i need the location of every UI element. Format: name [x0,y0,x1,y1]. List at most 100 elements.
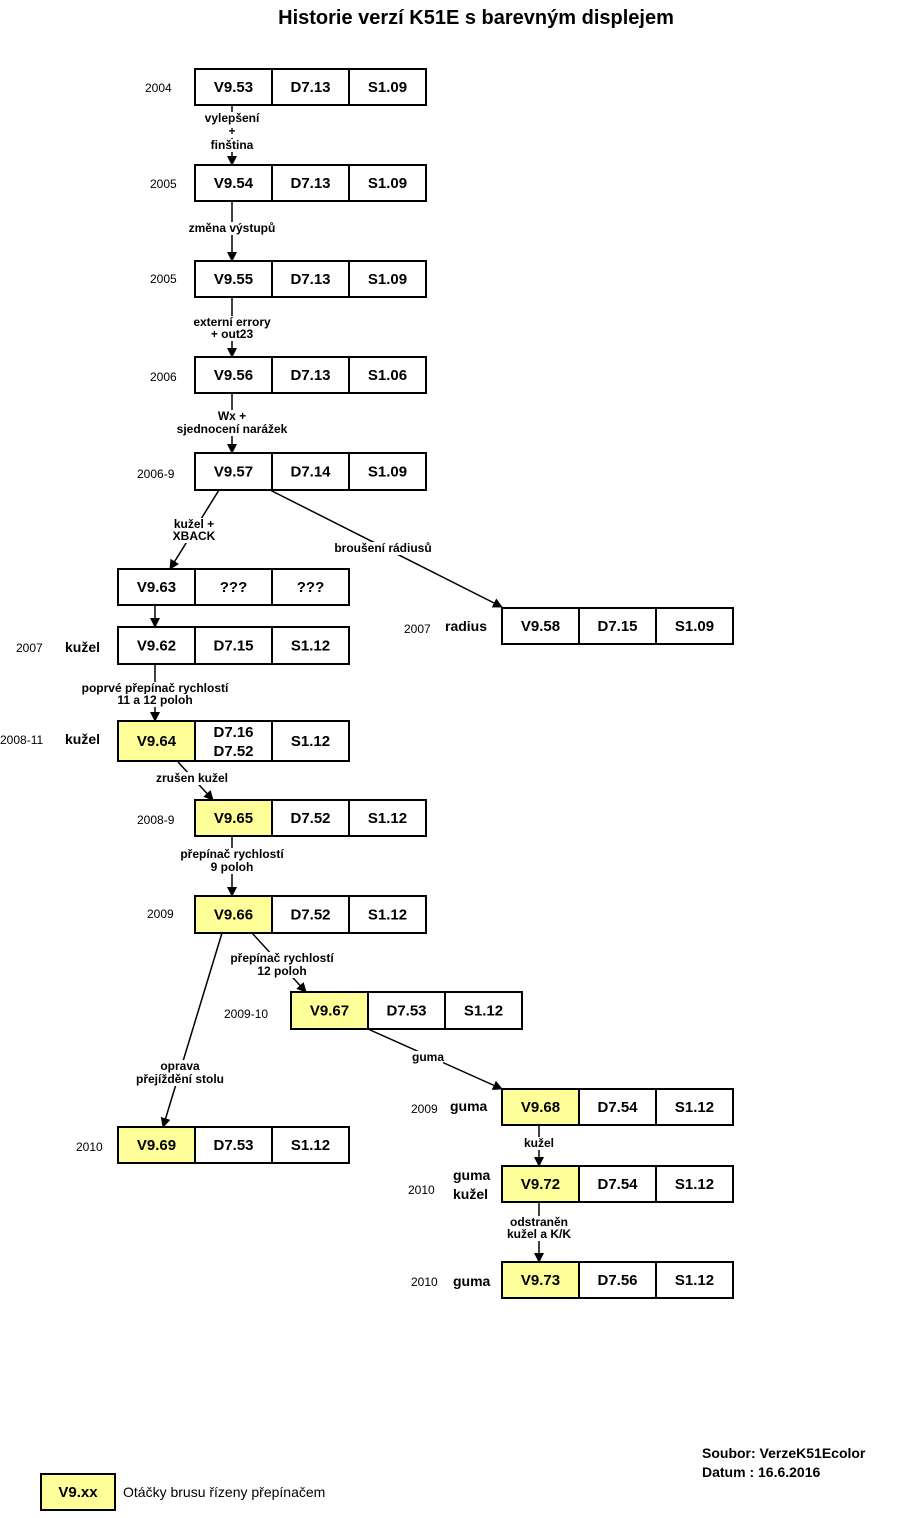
servo-cell-box [348,356,427,394]
edge-label-bg [158,1060,202,1073]
edge-label-bg [206,328,258,341]
version-cell-box [194,356,273,394]
edge-label-bg [507,1216,571,1229]
edge-label-bg [165,518,223,531]
servo-cell-label: S1.12 [464,1003,503,1020]
version-cell-box [194,799,273,837]
version-cell-label: V9.55 [214,271,253,288]
servo-cell-label: S1.12 [675,1272,714,1289]
display-cell-box [578,1261,657,1299]
version-cell-label: V9.58 [521,618,560,635]
year-label: 2007 [404,622,431,636]
edge-label-bg [500,1228,578,1241]
version-cell-box [501,1088,580,1126]
display-cell-label: D7.52 [290,810,330,827]
file-info-line1: Soubor: VerzeK51Ecolor [702,1445,866,1461]
display-cell-label: D7.15 [213,638,253,655]
version-cell-label: V9.73 [521,1272,560,1289]
servo-cell-label: S1.12 [368,907,407,924]
edge-r13-r15: kužel [520,1125,558,1167]
servo-cell-box [271,720,350,762]
edge-label: poprvé přepínač rychlostí [82,681,229,695]
version-cell-box [117,720,196,762]
version-cell-label: V9.69 [137,1137,176,1154]
servo-cell-label: S1.12 [291,733,330,750]
version-cell-box [194,68,273,106]
year-label: 2006 [150,370,177,384]
servo-cell-label: S1.12 [368,810,407,827]
edge-label-bg [125,1073,235,1086]
servo-cell-box [271,568,350,606]
version-cell-box [194,452,273,491]
edge-label-bg [206,861,258,874]
servo-cell-label: S1.09 [368,464,407,481]
version-cell-label: V9.63 [137,579,176,596]
edge-label: přejíždění stolu [136,1072,224,1086]
year-label: 2009 [147,907,174,921]
edge-label-bg [150,772,234,785]
edge-r12-r13: guma [367,1028,503,1090]
display-cell-label: ??? [220,579,248,596]
legend-sample-label: V9.xx [58,1484,98,1501]
display-cell-box [271,164,350,202]
edge-r5-r7: broušení rádiusů [269,489,503,608]
edge-label: oprava [160,1059,200,1073]
edge-r3-r4: externí errory+ out23 [183,297,281,358]
version-cell-box [194,164,273,202]
display-cell-label: D7.13 [290,271,330,288]
version-cell-box [194,260,273,298]
display-cell-label: D7.52 [290,907,330,924]
year-label: 2009 [411,1102,438,1116]
display-cell-label: D7.54 [597,1099,638,1116]
diagram-title: Historie verzí K51E s barevným displejem [278,7,674,29]
display-cell-box [367,991,446,1030]
version-cell-label: V9.67 [310,1003,349,1020]
display-cell-box [194,626,273,665]
year-label: 2010 [411,1275,438,1289]
year-label: 2006-9 [137,467,175,481]
servo-cell-label: S1.09 [675,618,714,635]
servo-cell-label: S1.12 [675,1176,714,1193]
display-cell-label: D7.16 [213,724,253,741]
edge-label-bg [203,139,261,152]
edge-label-bg [187,222,277,235]
servo-cell-box [348,260,427,298]
edge-label: kužel a K/K [507,1227,571,1241]
servo-cell-label: S1.12 [291,1137,330,1154]
edge-label: guma [412,1050,444,1064]
edge-r5-r6: kužel +XBACK [165,489,223,570]
feature-tag: guma [450,1098,488,1114]
edge-r2-r3: změna výstupů [187,201,277,262]
feature-tag: guma [453,1273,491,1289]
feature-tag: guma [453,1167,491,1183]
servo-cell-box [655,1165,734,1203]
edge-label-bg [520,1137,558,1150]
display-cell-label-2: D7.52 [213,743,253,760]
version-cell-label: V9.53 [214,79,253,96]
servo-cell-box [348,164,427,202]
edge-label: sjednocení narážek [177,422,288,436]
display-cell-label: D7.53 [386,1003,426,1020]
edge-label: vylepšení [205,111,260,125]
edge-label: zrušen kužel [156,771,228,785]
servo-cell-box [655,607,734,645]
display-cell-box [271,260,350,298]
servo-cell-box [271,626,350,665]
display-cell-box [271,799,350,837]
edge-r1-r2: vylepšení+finština [200,105,264,166]
edge-label-bg [220,952,344,965]
edge-label-bg [226,125,238,138]
edge-label: 12 poloh [257,964,306,978]
